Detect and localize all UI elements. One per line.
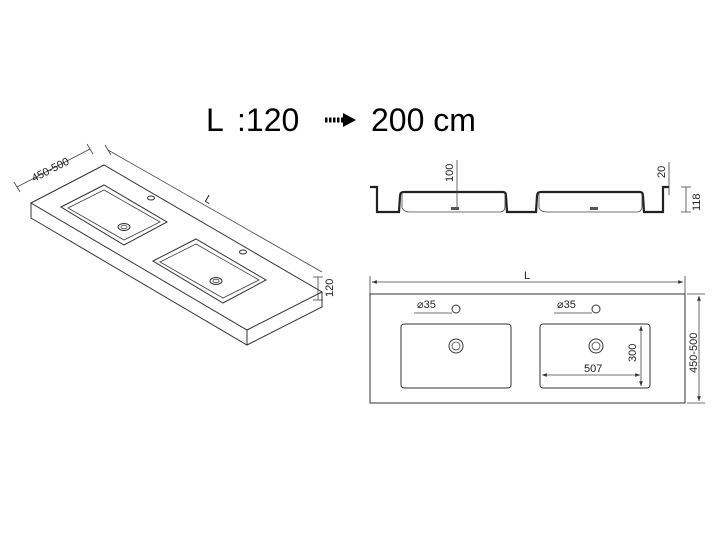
size-range-title: L :120 200 cm xyxy=(206,102,476,138)
section-basin-depth-label: 100 xyxy=(444,164,456,182)
section-rim-label: 20 xyxy=(656,166,668,178)
plan-basin-width-label: 507 xyxy=(584,363,602,375)
iso-height-label: 120 xyxy=(324,279,336,297)
section-view: 100 20 118 xyxy=(370,160,703,214)
title-to: 200 cm xyxy=(371,102,476,138)
iso-length-label: L xyxy=(203,193,214,206)
plan-depth-label: 450-500 xyxy=(688,333,700,373)
title-prefix: L xyxy=(206,102,224,138)
plan-hole-left-label: ⌀35 xyxy=(417,299,436,311)
iso-depth-label: 450-500 xyxy=(30,156,71,185)
isometric-view: 450-500 L 120 xyxy=(13,143,336,346)
plan-length-label: L xyxy=(524,270,530,282)
title-from: :120 xyxy=(237,102,299,138)
plan-basin-depth-label: 300 xyxy=(627,344,639,362)
section-total-height-label: 118 xyxy=(691,193,703,211)
arrow-right-icon xyxy=(325,113,356,127)
plan-hole-right-label: ⌀35 xyxy=(557,299,576,311)
plan-view: L ⌀35 ⌀35 300 507 450-500 xyxy=(369,270,705,404)
